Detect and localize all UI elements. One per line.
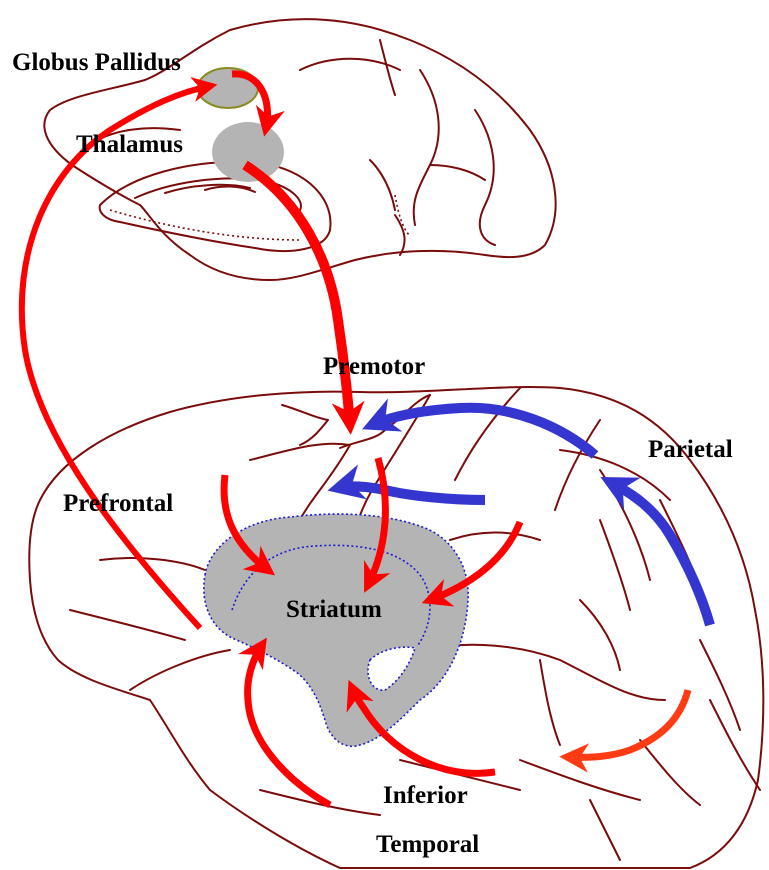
- parietal-label: Parietal: [648, 436, 733, 463]
- parietal-to-prefrontal-arrow: [338, 486, 485, 500]
- striatum-label: Striatum: [286, 596, 382, 623]
- thalamus-label: Thalamus: [76, 131, 183, 158]
- inferior-label: Inferior: [383, 782, 468, 809]
- posterior-to-parietal-arrow: [610, 482, 710, 625]
- prefrontal-label: Prefrontal: [63, 490, 173, 517]
- globus-pallidus-label: Globus Pallidus: [12, 49, 181, 76]
- thalamus-region: [212, 122, 284, 182]
- occipital-to-temporal-arrow: [568, 690, 688, 757]
- premotor-label: Premotor: [323, 353, 425, 380]
- temporal-label: Temporal: [376, 831, 479, 858]
- thalamus-to-premotor-arrow: [245, 165, 350, 425]
